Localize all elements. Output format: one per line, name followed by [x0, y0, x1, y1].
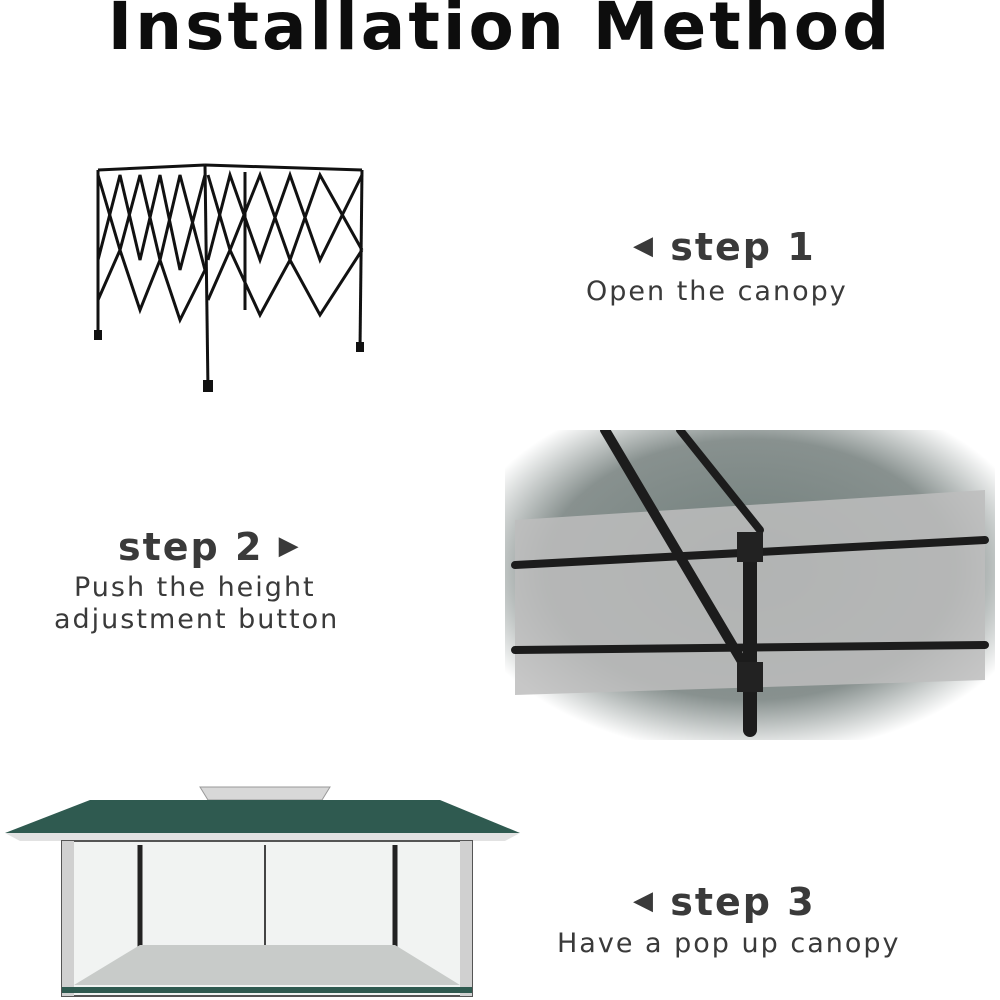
step-1-label: step 1 — [670, 225, 816, 269]
height-adjustment-closeup-image — [505, 430, 995, 740]
finished-canopy-image — [5, 786, 520, 997]
step-2-description: Push the height adjustment button — [54, 572, 339, 636]
step-2-description-line-1: Push the height — [74, 572, 316, 603]
step-2-description-line-2: adjustment button — [54, 604, 340, 635]
page-title: Installation Method — [107, 0, 893, 65]
left-arrow-icon: ◀ — [633, 230, 655, 261]
step-2-heading: step 2 ▶ — [118, 525, 301, 569]
step-2-label: step 2 — [118, 525, 264, 569]
step-3-heading: ◀ step 3 — [633, 880, 816, 924]
step-3-description: Have a pop up canopy — [557, 928, 901, 959]
canopy-frame-image — [94, 163, 364, 392]
right-arrow-icon: ▶ — [278, 530, 301, 561]
left-arrow-icon: ◀ — [633, 885, 655, 916]
step-1-heading: ◀ step 1 — [633, 225, 816, 269]
step-3-label: step 3 — [670, 880, 816, 924]
step-1-description: Open the canopy — [586, 276, 848, 307]
